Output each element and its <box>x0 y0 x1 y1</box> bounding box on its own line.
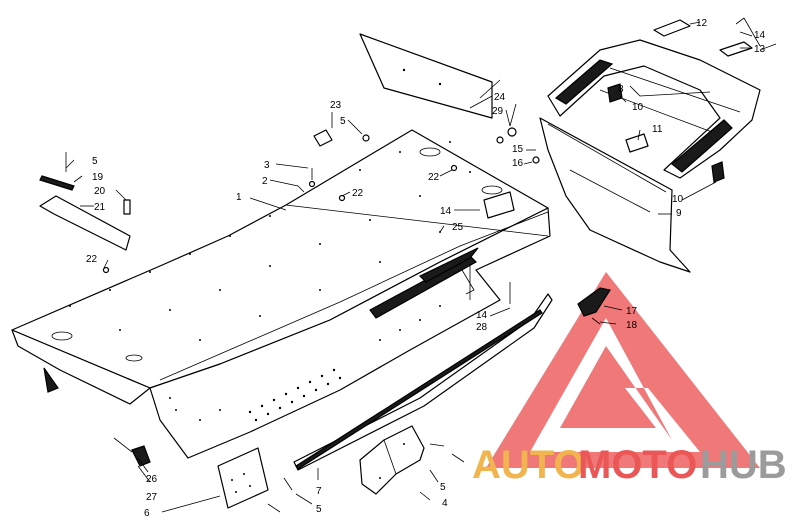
part-rail-7 <box>293 293 553 471</box>
part-bracket-21 <box>39 195 131 251</box>
part-fastener-22a <box>338 194 346 202</box>
callout-22-left: 22 <box>86 254 98 265</box>
part-plate-23 <box>313 129 333 147</box>
callout-5-right: 5 <box>440 482 446 493</box>
callout-13: 13 <box>754 44 766 55</box>
watermark-word-auto: AUTO <box>472 443 585 487</box>
part-bolt-5-lower <box>267 477 293 513</box>
callout-5-lower: 5 <box>316 504 322 515</box>
callout-8: 8 <box>618 84 624 95</box>
callout-10-bottom: 10 <box>672 194 684 205</box>
part-washer-16 <box>532 156 540 164</box>
part-bumper-8 <box>547 39 761 179</box>
part-clip-26 <box>131 445 151 467</box>
callout-21: 21 <box>94 202 106 213</box>
callout-4: 4 <box>442 498 448 509</box>
callout-22-mid: 22 <box>352 188 364 199</box>
callout-6: 6 <box>144 508 150 519</box>
part-bolt-14-right <box>759 43 777 51</box>
side-perforations <box>169 305 441 422</box>
callout-25: 25 <box>452 222 464 233</box>
callout-18: 18 <box>626 320 638 331</box>
part-bracket-14-mid <box>483 191 515 219</box>
part-plate-12 <box>653 19 691 37</box>
callout-17: 17 <box>626 306 638 317</box>
part-bracket-4 <box>359 425 425 495</box>
callout-12: 12 <box>696 18 708 29</box>
part-bolt-14-top <box>735 17 761 47</box>
part-screw-18 <box>591 317 601 325</box>
callout-10-top: 10 <box>632 102 644 113</box>
part-tunnel-1 <box>11 129 551 459</box>
part-fastener-22b <box>450 164 458 172</box>
part-screw-27 <box>113 437 133 453</box>
callout-26: 26 <box>146 474 158 485</box>
callout-3: 3 <box>264 160 270 171</box>
part-plate-13 <box>719 41 753 57</box>
part-washer-29 <box>507 127 517 137</box>
callout-5-top: 5 <box>340 116 346 127</box>
callout-24: 24 <box>494 92 506 103</box>
callout-20: 20 <box>94 186 106 197</box>
part-bolt-20 <box>123 199 131 215</box>
callout-22-right: 22 <box>428 172 440 183</box>
part-decal-25 <box>418 247 479 283</box>
part-nut-15 <box>496 136 504 144</box>
callout-14-mid: 14 <box>440 206 452 217</box>
callout-15: 15 <box>512 144 524 155</box>
callout-1: 1 <box>236 192 242 203</box>
watermark-triangle-icon <box>486 272 760 468</box>
callout-5-left: 5 <box>92 156 98 167</box>
callout-2: 2 <box>262 176 268 187</box>
callout-27: 27 <box>146 492 158 503</box>
part-fastener-22c <box>102 266 110 274</box>
callout-14-lower: 14 <box>476 310 488 321</box>
callout-labels: 1 2 3 4 5 5 5 5 6 7 8 9 10 10 11 12 13 1… <box>86 18 766 519</box>
callout-28: 28 <box>476 322 488 333</box>
callout-23: 23 <box>330 100 342 111</box>
watermark-logo: AUTO MOTO HUB <box>472 272 787 487</box>
callout-7: 7 <box>316 486 322 497</box>
part-rivet-2 <box>308 180 316 188</box>
part-flap-9 <box>539 117 691 273</box>
part-bolt-5-lower-right <box>429 443 465 463</box>
callout-9: 9 <box>676 208 682 219</box>
part-strip-19 <box>39 175 75 191</box>
callout-16: 16 <box>512 158 524 169</box>
part-plate-6 <box>217 447 269 509</box>
watermark-word-moto: MOTO <box>578 443 697 487</box>
watermark-word-hub: HUB <box>700 443 787 487</box>
callout-29: 29 <box>492 106 504 117</box>
part-bracket-17 <box>577 287 611 317</box>
part-clip-10b <box>711 161 725 183</box>
leader-lines <box>65 21 753 513</box>
deck-rivets <box>69 141 501 341</box>
callout-11: 11 <box>652 124 663 135</box>
part-bolt-5-top <box>362 134 370 142</box>
callout-19: 19 <box>92 172 104 183</box>
part-bracket-11 <box>625 133 649 153</box>
callout-14-top: 14 <box>754 30 766 41</box>
part-flap-24 <box>359 33 493 119</box>
